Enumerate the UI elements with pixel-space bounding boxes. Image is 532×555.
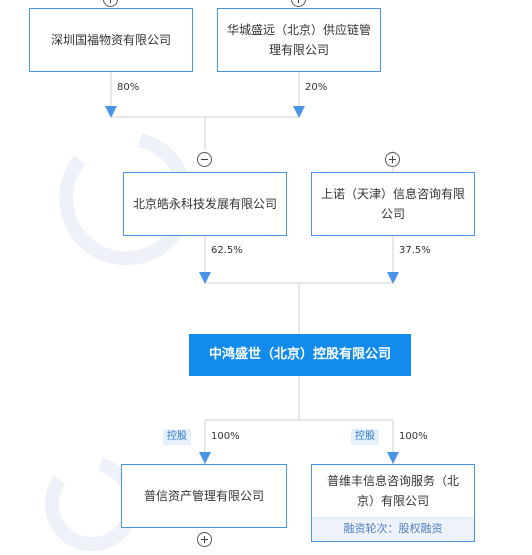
arrow-head <box>199 272 211 284</box>
arrow-heads <box>105 106 399 464</box>
financing-round-footer: 融资轮次：股权融资 <box>312 517 474 541</box>
mid-shareholder-node-2[interactable]: 上诺（天津）信息咨询有限公司 <box>311 172 475 236</box>
arrow-head <box>105 106 117 118</box>
subsidiary-name: 普信资产管理有限公司 <box>143 489 264 503</box>
arrow-head <box>387 272 399 284</box>
share-percent: 20% <box>305 82 328 93</box>
share-percent: 80% <box>117 82 140 93</box>
shareholder-name: 北京皓永科技发展有限公司 <box>132 197 277 211</box>
subsidiary-name-wrap: 普维丰信息咨询服务（北京）有限公司 <box>312 465 474 517</box>
expand-toggle-sub-1[interactable] <box>197 532 212 547</box>
share-percent: 100% <box>211 431 240 442</box>
subsidiary-node-2[interactable]: 普维丰信息咨询服务（北京）有限公司 融资轮次：股权融资 <box>311 464 475 542</box>
arrow-head <box>293 106 305 118</box>
share-percent: 37.5% <box>399 245 431 256</box>
share-percent: 62.5% <box>211 245 243 256</box>
shareholder-name: 上诺（天津）信息咨询有限公司 <box>320 187 465 221</box>
target-company-node[interactable]: 中鸿盛世（北京）控股有限公司 <box>189 334 411 376</box>
shareholder-name: 深圳国福物资有限公司 <box>50 33 171 47</box>
subsidiary-node-1[interactable]: 普信资产管理有限公司 <box>121 464 287 528</box>
company-name: 中鸿盛世（北京）控股有限公司 <box>208 347 391 362</box>
shareholder-node-1[interactable]: 深圳国福物资有限公司 <box>29 8 193 72</box>
subsidiary-name: 普维丰信息咨询服务（北京）有限公司 <box>326 474 459 508</box>
holding-tag: 控股 <box>163 429 191 445</box>
shareholder-node-2[interactable]: 华城盛远（北京）供应链管理有限公司 <box>217 8 381 72</box>
shareholder-name: 华城盛远（北京）供应链管理有限公司 <box>226 23 371 57</box>
arrow-head <box>199 452 211 464</box>
holding-tag: 控股 <box>351 429 379 445</box>
mid-shareholder-node-1[interactable]: 北京皓永科技发展有限公司 <box>123 172 287 236</box>
expand-toggle-mid-2[interactable] <box>385 152 400 167</box>
collapse-toggle-mid-1[interactable] <box>197 152 212 167</box>
share-percent: 100% <box>399 431 428 442</box>
arrow-head <box>387 452 399 464</box>
tree-connectors <box>110 72 394 464</box>
